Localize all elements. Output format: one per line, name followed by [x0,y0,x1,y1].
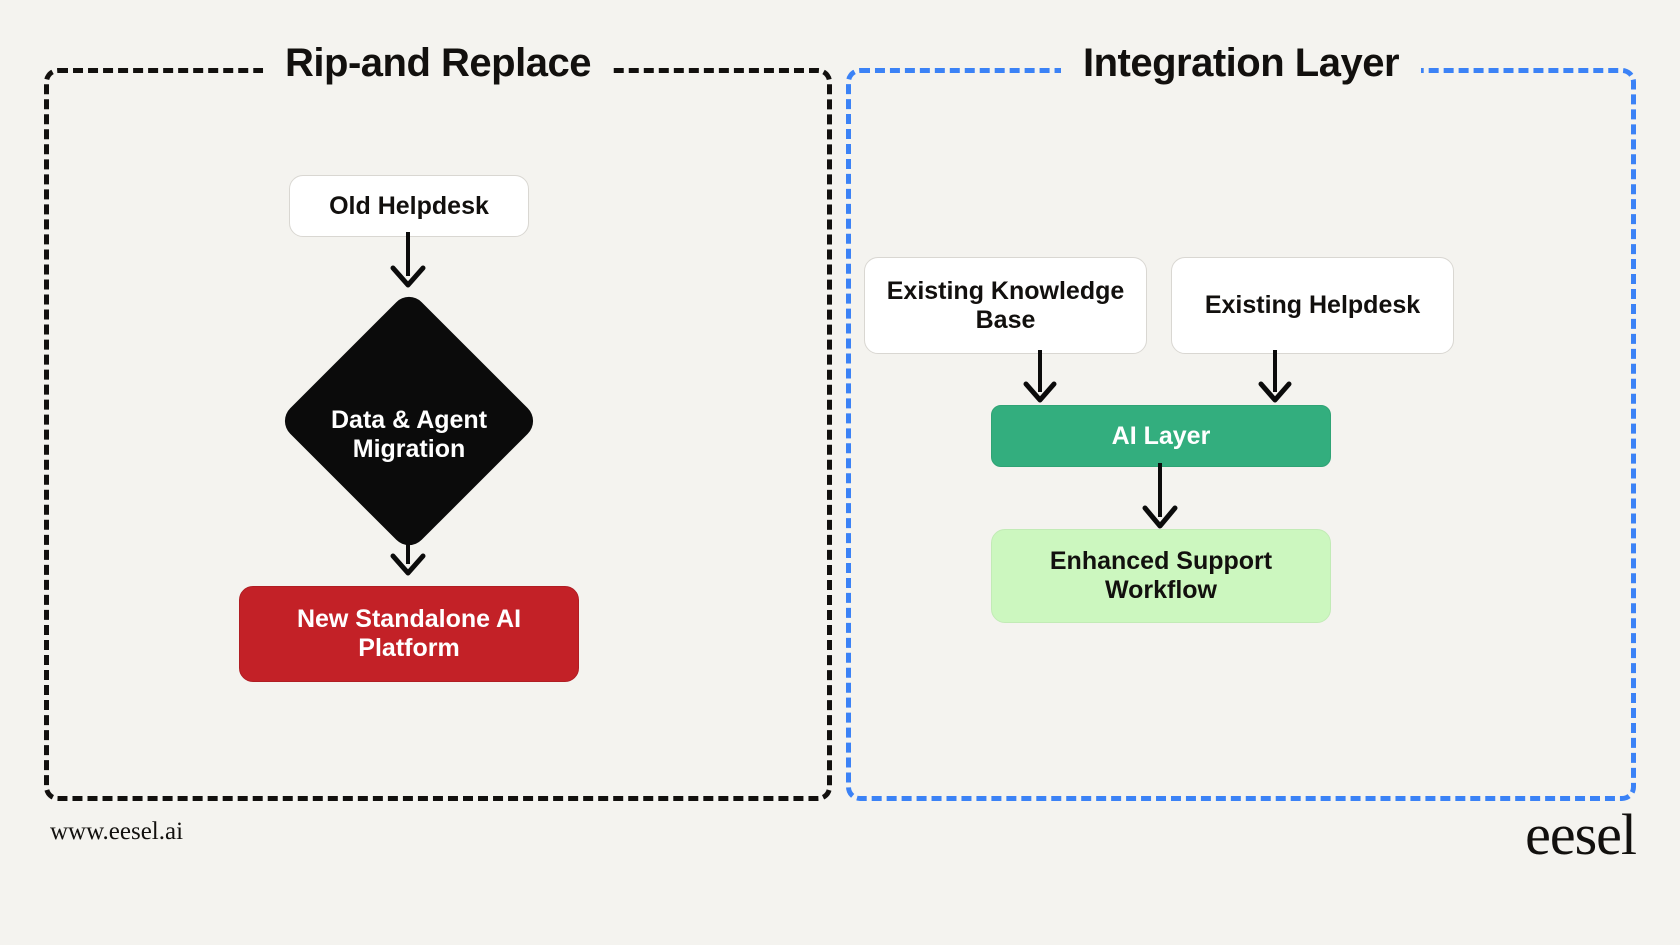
node-new-standalone-ai-platform-label: New Standalone AI Platform [296,605,522,662]
node-old-helpdesk[interactable]: Old Helpdesk [289,175,529,237]
node-ai-layer[interactable]: AI Layer [991,405,1331,467]
panel-integration-layer: Integration Layer [846,41,1636,801]
node-existing-knowledge-base-label: Existing Knowledge Base [886,276,1125,334]
node-existing-helpdesk[interactable]: Existing Helpdesk [1171,257,1454,354]
eesel-logo: eesel [1525,802,1637,867]
node-enhanced-support-workflow-label: Enhanced Support Workflow [1049,547,1273,604]
node-ai-layer-label: AI Layer [1111,421,1211,450]
footer-website-url: www.eesel.ai [50,818,184,845]
node-new-standalone-ai-platform[interactable]: New Standalone AI Platform [239,586,579,682]
arrow-migration-to-new-platform [390,516,426,576]
node-old-helpdesk-label: Old Helpdesk [329,191,489,220]
node-existing-helpdesk-label: Existing Helpdesk [1204,291,1421,319]
arrow-existing-helpdesk-to-ai-layer [1258,350,1292,403]
node-existing-knowledge-base[interactable]: Existing Knowledge Base [864,257,1147,354]
arrow-knowledge-base-to-ai-layer [1023,350,1057,403]
arrow-ai-layer-to-enhanced-workflow [1142,463,1178,529]
panel-title-integration-layer: Integration Layer [1060,41,1422,86]
node-data-agent-migration-label: Data & Agent Migration [330,405,488,464]
panel-title-rip-and-replace: Rip-and Replace [263,41,613,86]
panel-rip-and-replace: Rip-and Replace [44,41,832,801]
arrow-old-helpdesk-to-migration [390,232,426,288]
node-data-agent-migration[interactable]: Data & Agent Migration [277,285,541,557]
node-enhanced-support-workflow[interactable]: Enhanced Support Workflow [991,529,1331,623]
